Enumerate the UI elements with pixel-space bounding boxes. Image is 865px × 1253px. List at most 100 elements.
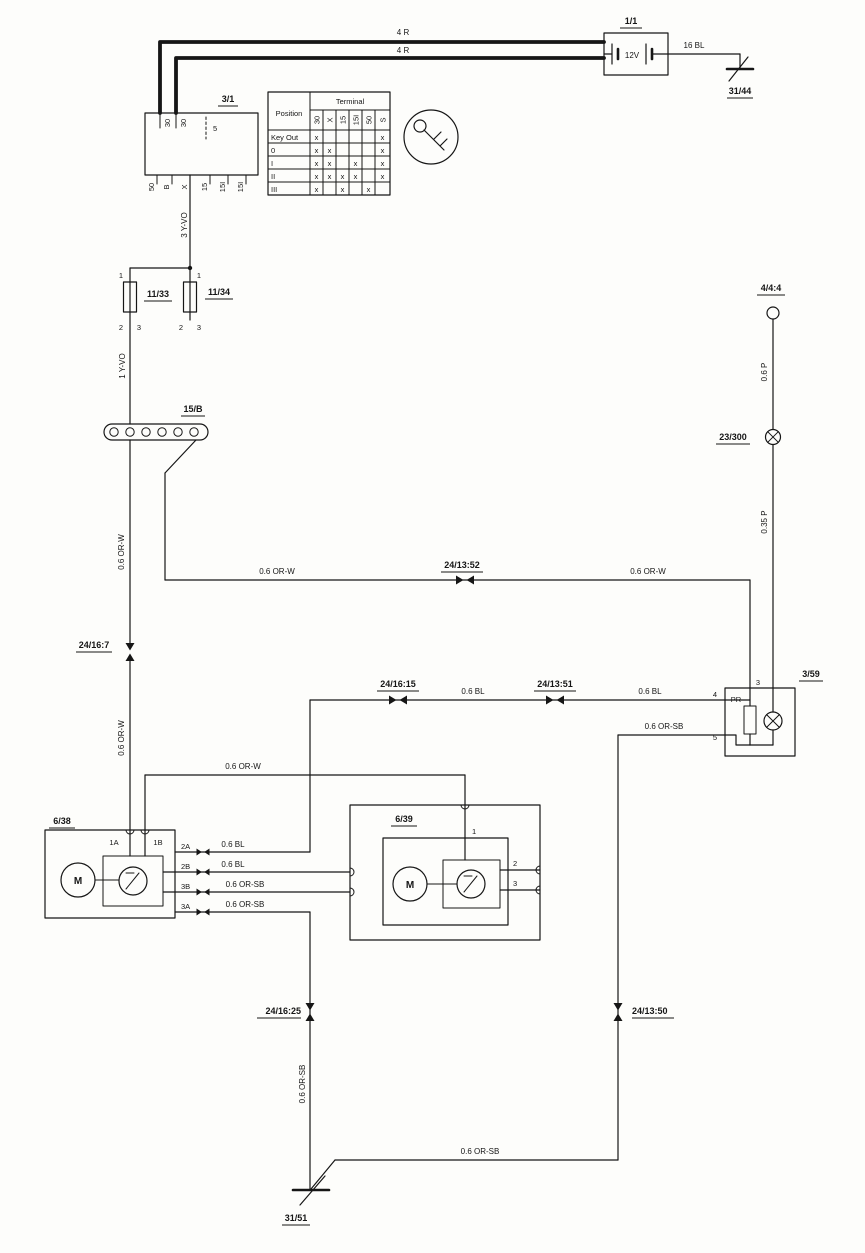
pin-1-label: 1 <box>472 827 476 836</box>
wire-06p-label: 0.6 P <box>760 363 769 382</box>
wire-bl-a-label: 0.6 BL <box>461 687 485 696</box>
inline-connector-icon <box>196 868 210 876</box>
resistor-icon <box>743 705 757 735</box>
battery-voltage: 12V <box>625 51 640 60</box>
fuse-a-pin2: 2 <box>119 323 123 332</box>
module-id: 6/38 <box>53 816 71 826</box>
strip-bar <box>103 423 209 441</box>
wire-orsb-switch-label: 0.6 OR-SB <box>645 722 684 731</box>
illumination-feed-line: 4/4:4 0.6 P 23/300 0.35 P <box>716 283 785 689</box>
col-50: 50 <box>365 116 374 124</box>
ground-id: 31/51 <box>285 1213 308 1223</box>
inline-connector-icon <box>456 575 474 585</box>
switch-feed-line: 0.6 OR-W 24/13:52 0.6 OR-W <box>164 560 751 689</box>
row-label: III <box>271 185 277 194</box>
wire-orw-lower-label: 0.6 OR-W <box>117 720 126 756</box>
pin-30-b: 30 <box>179 119 188 127</box>
table-mark: x <box>315 185 319 194</box>
ground-31-44: 31/44 <box>725 53 755 99</box>
feed-upper-label: 4 R <box>397 28 410 37</box>
wire-1yvo-label: 1 Y-VO <box>118 353 127 378</box>
col-s: S <box>379 117 388 122</box>
connector-24-16-15: 24/16:15 <box>380 679 416 689</box>
connector-24-13-50: 24/13:50 <box>632 1006 668 1016</box>
table-mark: x <box>381 159 385 168</box>
connector-24-13-52: 24/13:52 <box>444 560 480 570</box>
switch-box <box>724 687 796 757</box>
control-line: 24/16:15 0.6 BL 24/13:51 0.6 BL <box>309 679 726 853</box>
splice-icon <box>764 428 782 446</box>
feed-wire-upper <box>158 40 606 115</box>
table-mark: x <box>315 133 319 142</box>
table-mark: x <box>328 159 332 168</box>
pin-1a-label: 1A <box>109 838 118 847</box>
heater-switch-3-59: 3/59 3 4 5 PR <box>713 669 823 757</box>
terminal-header: Terminal <box>336 97 365 106</box>
wire-035p-label: 0.35 P <box>760 510 769 533</box>
module-inner-box <box>382 837 509 926</box>
fuse-block: 3 Y-VO 1 1 2 3 2 3 11/33 11/34 1 Y-VO <box>118 174 233 425</box>
inline-connector-icon <box>305 1003 315 1021</box>
inline-connector-icon <box>546 695 564 705</box>
battery-icon <box>603 43 669 65</box>
strip-id: 15/B <box>183 404 203 414</box>
ignition-switch-box <box>144 112 259 176</box>
switch-ground-line: 0.6 OR-SB 24/13:50 <box>613 722 726 1161</box>
connector-strip-15-b: 15/B <box>103 404 209 581</box>
position-header: Position <box>276 109 303 118</box>
ignition-key-icon <box>403 109 459 165</box>
pin-1b-label: 1B <box>153 838 162 847</box>
connector-24-13-51: 24/13:51 <box>537 679 573 689</box>
connector-arc-icon <box>125 829 135 835</box>
wire-orw-left-label: 0.6 OR-W <box>259 567 295 576</box>
pin-15: 15 <box>200 183 209 191</box>
wire-2a-label: 0.6 BL <box>221 840 245 849</box>
seat-module-6-38: 6/38 M 1A 1B 2A 2B 3B 3A 0.6 BL 0.6 BL <box>44 774 351 919</box>
pin-15i-a: 15I <box>218 182 227 192</box>
lamp-icon <box>763 687 783 746</box>
ground-icon <box>725 56 755 82</box>
connector-arc-icon <box>535 865 541 875</box>
module-outer-box <box>349 804 541 941</box>
table-mark: x <box>367 185 371 194</box>
wire-orsb-bottom-label: 0.6 OR-SB <box>461 1147 500 1156</box>
ignition-switch-3-1: 3/1 30 30 5 50 B X 15 15I 15I <box>144 94 259 192</box>
connector-arc-icon <box>460 804 470 810</box>
pin-x: X <box>180 184 189 189</box>
ignition-switch-id: 3/1 <box>222 94 235 104</box>
col-30: 30 <box>313 116 322 124</box>
col-15i: 15I <box>352 115 361 125</box>
table-mark: x <box>354 172 358 181</box>
pin-5-label: 5 <box>713 733 717 742</box>
motor-label: M <box>406 880 414 891</box>
table-mark: x <box>381 133 385 142</box>
pin-3-label: 3 <box>756 678 760 687</box>
wire-2b-label: 0.6 BL <box>221 860 245 869</box>
battery-id: 1/1 <box>625 16 638 26</box>
link-pin-label: 5 <box>213 124 217 133</box>
ground-path: 24/16:25 0.6 OR-SB 0.6 OR-SB 31/51 <box>257 911 619 1226</box>
pin-3b-label: 3B <box>181 882 190 891</box>
pin-15i-b: 15I <box>236 182 245 192</box>
module-box <box>44 829 176 919</box>
wire-3a-label: 0.6 OR-SB <box>226 900 265 909</box>
seat-module-6-39: 6/39 M 1 2 3 <box>349 804 541 941</box>
fuse-a-pin1: 1 <box>119 271 123 280</box>
fuse-a-id: 11/33 <box>147 289 169 299</box>
inline-connector-icon <box>196 848 210 856</box>
connector-24-16-25: 24/16:25 <box>265 1006 301 1016</box>
table-mark: x <box>328 146 332 155</box>
pin-b: B <box>162 184 171 189</box>
motor-label: M <box>74 876 82 887</box>
heater-element-icon <box>456 869 486 899</box>
fuse-b-pin3: 3 <box>197 323 201 332</box>
splice-23-300: 23/300 <box>719 432 747 442</box>
pin-2-label: 2 <box>513 859 517 868</box>
row-label: Key Out <box>271 133 299 142</box>
fuse-b-pin1: 1 <box>197 271 201 280</box>
wire-orw-upper-label: 0.6 OR-W <box>117 534 126 570</box>
terminal-icon <box>766 306 780 320</box>
terminal-4-4-4: 4/4:4 <box>761 283 782 293</box>
fuse-a-pin3: 3 <box>137 323 141 332</box>
